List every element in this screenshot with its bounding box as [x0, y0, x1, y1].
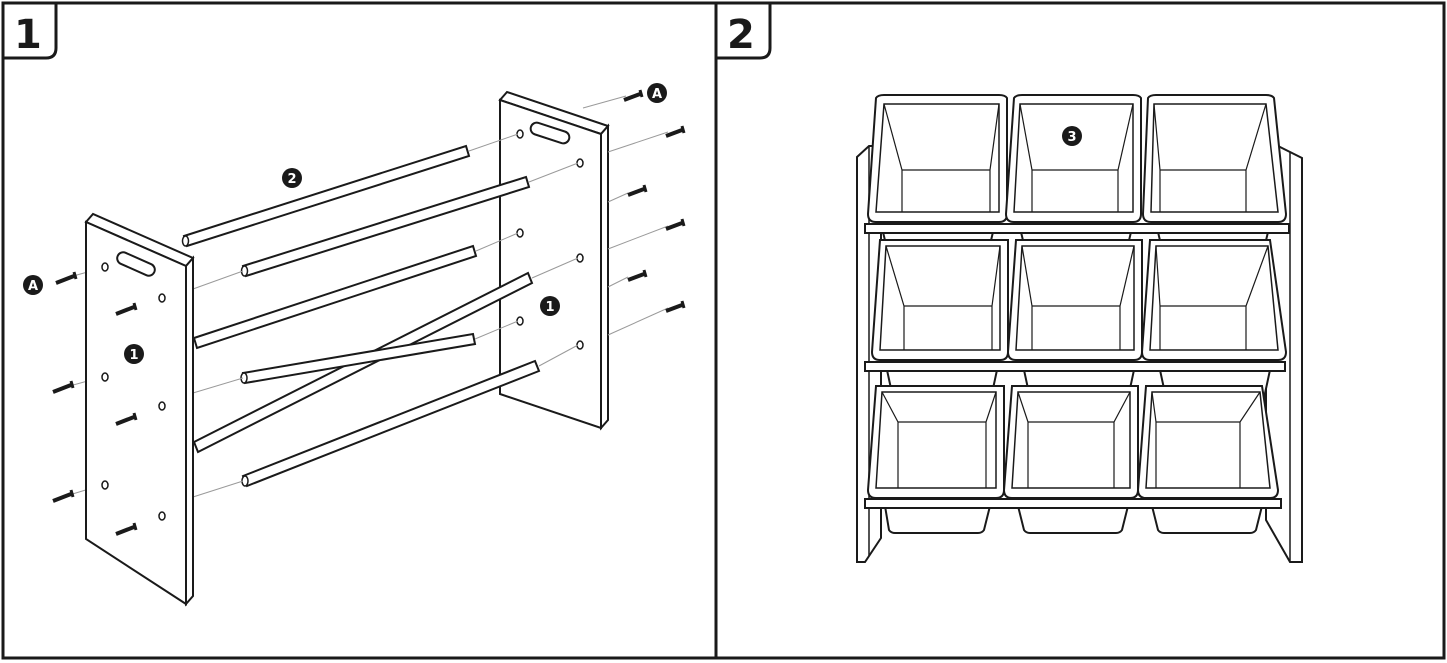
screws: [52, 89, 686, 536]
bin-row-3: [866, 385, 1280, 499]
rod: [241, 359, 541, 488]
svg-text:1: 1: [129, 348, 138, 363]
storage-bin: [1141, 94, 1288, 223]
screw-icon: [665, 218, 686, 231]
callout-screw-a-left: A: [23, 275, 43, 295]
callout-rod: 2: [282, 168, 302, 188]
callout-bin: 3: [1062, 126, 1082, 146]
handle-slot: [116, 251, 156, 277]
storage-bin: [1004, 94, 1142, 223]
step-1-number: 1: [14, 12, 42, 58]
screw-icon: [665, 125, 686, 138]
callout-side-panel-left: 1: [124, 344, 144, 364]
screw-icon: [52, 380, 75, 394]
step-2-panel: 2: [714, 1, 1446, 660]
bin-row-1: [866, 94, 1288, 223]
svg-text:A: A: [28, 279, 38, 294]
bin-row-2: [870, 239, 1288, 361]
storage-bin: [870, 239, 1009, 361]
screw-icon: [115, 412, 138, 426]
rod: [181, 144, 471, 248]
handle-slot: [529, 121, 571, 145]
storage-bin: [866, 385, 1005, 499]
screw-icon: [665, 300, 686, 313]
screw-icon: [55, 271, 78, 285]
step-2-illustration: 3: [856, 94, 1303, 563]
storage-bin: [1002, 385, 1139, 499]
storage-bin: [1136, 385, 1280, 499]
left-side-panel: [84, 212, 195, 607]
svg-text:2: 2: [287, 172, 296, 187]
step-1-illustration: A A 1 1 2: [23, 83, 686, 607]
rod: [240, 175, 531, 278]
screw-icon: [52, 489, 75, 503]
screw-icon: [115, 522, 138, 536]
svg-text:A: A: [652, 87, 662, 102]
svg-text:3: 3: [1067, 130, 1076, 145]
callout-side-panel-right: 1: [540, 296, 560, 316]
shelf: [864, 223, 1290, 234]
shelf: [864, 361, 1286, 372]
screw-icon: [627, 184, 648, 197]
screw-icon: [115, 302, 138, 316]
svg-text:1: 1: [545, 300, 554, 315]
rod: [192, 244, 478, 350]
screw-icon: [627, 269, 648, 282]
bin-row-3-lower: [883, 505, 1264, 534]
callout-screw-a-right: A: [647, 83, 667, 103]
rods: [181, 144, 541, 488]
screw-icon: [623, 89, 644, 102]
storage-bin: [1006, 239, 1143, 361]
storage-bin: [866, 94, 1008, 223]
storage-bin: [1140, 239, 1288, 361]
rod: [240, 332, 477, 385]
step-2-number: 2: [727, 12, 755, 58]
shelf: [864, 498, 1282, 509]
